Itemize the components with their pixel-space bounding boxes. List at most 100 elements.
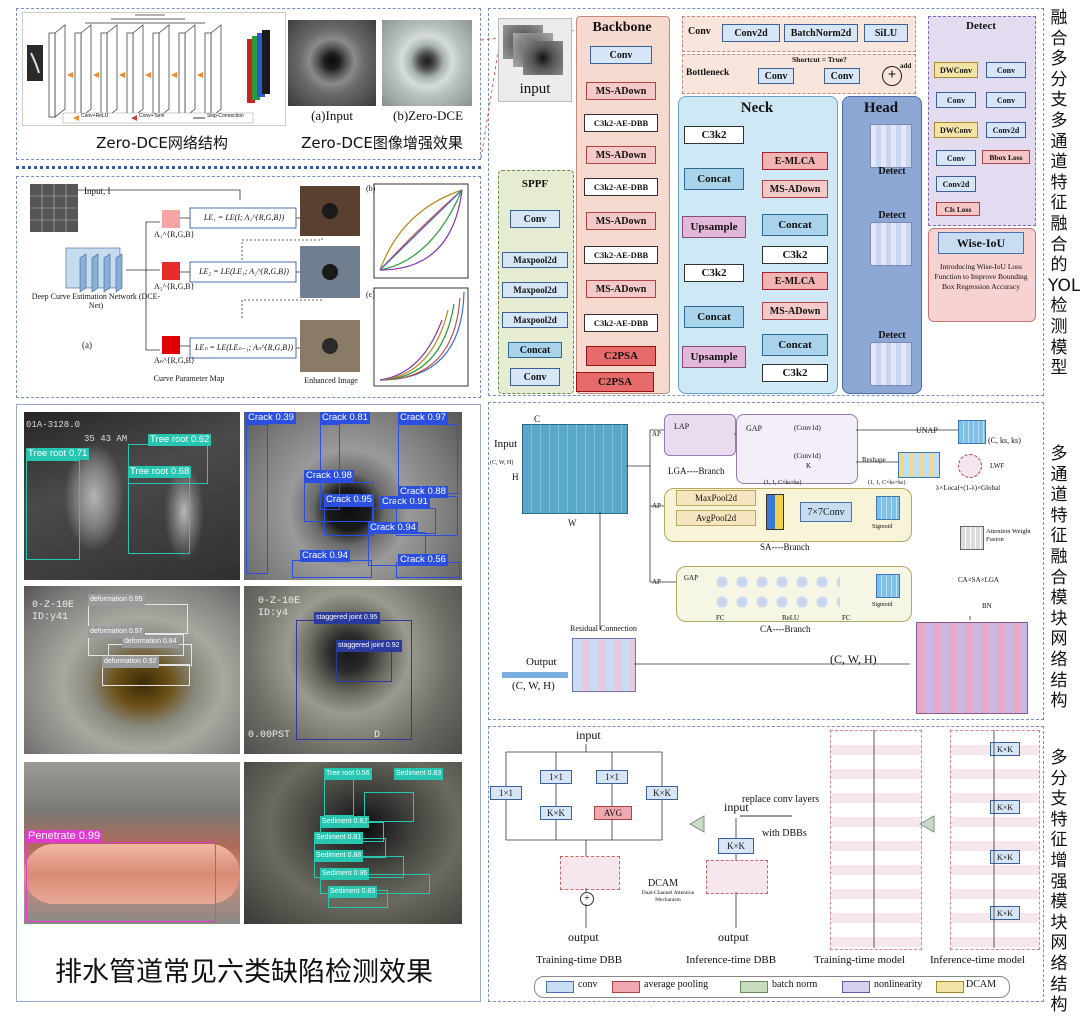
k-label: K xyxy=(806,462,812,470)
dce-an: Aₙ^{R,G,B} xyxy=(154,356,195,365)
defect-image-sediment: Tree root 0.56 Sediment 0.82 Sediment 0.… xyxy=(244,762,462,924)
dbb-cap-2: Inference-time DBB xyxy=(686,954,777,966)
img3-overlay-1: ID:y41 xyxy=(32,612,69,623)
img5-det-0: Penetrate 0.99 xyxy=(26,830,103,842)
zero-dce-net-caption: Zero-DCE网络结构 xyxy=(96,134,228,152)
dce-net-label: Deep Curve Estimation Network (DCE-Net) xyxy=(31,292,161,310)
dbb-1x1-b: 1×1 xyxy=(540,770,572,784)
lwf-label: LWF xyxy=(990,462,1005,470)
img4-overlay-3: D xyxy=(374,730,381,741)
unap-label: UNAP xyxy=(916,426,938,435)
zero-dce-enhanced-image xyxy=(382,20,472,106)
img3-det-2: deformation 0.84 xyxy=(122,636,179,648)
dbb-cap-4: Inference-time model xyxy=(930,954,1025,966)
ca-sigmoid-label: Sigmoid xyxy=(872,602,893,608)
dce-len: LEₙ = LE(LEₙ₋₁; Aₙ^{R,G,B}) xyxy=(194,343,294,352)
neck-upsample-2: Upsample xyxy=(682,346,746,368)
img2-det-2: Crack 0.97 xyxy=(398,412,448,424)
img2-det-0: Crack 0.39 xyxy=(246,412,296,424)
mcf-w-label: W xyxy=(568,518,577,528)
ckk-label: (C, ks, ks) xyxy=(988,436,1021,445)
dce-label-a: (a) xyxy=(82,340,92,350)
dce-le1: LE₁ = LE(I; A₁^{R,G,B}) xyxy=(203,213,285,222)
detect-bbox-loss: Bbox Loss xyxy=(982,150,1030,164)
img2-det-9: Crack 0.56 xyxy=(398,554,448,566)
dbb-legend xyxy=(534,976,1010,998)
head-detect-icon-1 xyxy=(870,124,912,168)
reshape-label: Reshape xyxy=(862,456,886,464)
ca-sigmoid-cube xyxy=(876,574,900,598)
legend-conv-swatch xyxy=(546,981,574,993)
legend-conv-relu: Conv+ReLU xyxy=(81,113,109,119)
add-label: add xyxy=(900,62,912,70)
c2psa-bottom: C2PSA xyxy=(576,372,654,392)
dce-input-label: Input, I xyxy=(84,186,111,196)
head-detect-label-2: Detect xyxy=(878,210,906,221)
neck-concat-4: Concat xyxy=(762,334,828,356)
img1-det-2: Tree root 0.68 xyxy=(128,466,192,478)
dbb-cap-3: Training-time model xyxy=(814,954,905,966)
mcf-input-dims: (C, W, H) xyxy=(490,460,514,466)
dbb-add-1: + xyxy=(580,892,594,906)
yolo-input-image: input xyxy=(498,18,572,102)
section-separator xyxy=(16,166,481,169)
label-input: (a)Input xyxy=(311,108,353,123)
mcf-input-label: Input xyxy=(494,438,518,450)
backbone-c2psa: C2PSA xyxy=(586,346,656,366)
dbb-kxk-c: K×K xyxy=(718,838,754,854)
backbone-region xyxy=(576,16,670,394)
detect-cls-loss: Cls Loss xyxy=(936,202,980,216)
defect-image-tree-root: 01A-3128.0 35 43 AM Tree root 0.71 Tree … xyxy=(24,412,240,580)
lga-branch-label: LGA----Branch xyxy=(668,466,725,476)
head-detect-label-3: Detect xyxy=(878,330,906,341)
neck-c3k2-3: C3k2 xyxy=(762,246,828,264)
neck-c3k2-1: C3k2 xyxy=(684,126,744,144)
unap-cube xyxy=(958,420,986,444)
spff-maxpool-2: Maxpool2d xyxy=(502,282,568,298)
img4-det-1: staggered joint 0.92 xyxy=(336,640,402,652)
head-title: Head xyxy=(863,100,899,116)
img2-det-6: Crack 0.88 xyxy=(398,486,448,498)
dce-label-c: (c) xyxy=(366,290,375,299)
bottleneck-conv-2: Conv xyxy=(824,68,860,84)
neck-msadown-2: MS-ADown xyxy=(762,302,828,320)
detect-conv2d-l: Conv2d xyxy=(936,176,976,192)
ap-label-3: AP xyxy=(652,578,661,586)
zero-dce-network-diagram: Conv+ReLU Conv+Tanh Skip-Connection xyxy=(22,12,286,126)
img4-overlay-0: 0-Z-10E xyxy=(258,596,301,607)
ca-network-nodes xyxy=(712,572,840,612)
dce-a1: A₁^{R,G,B} xyxy=(154,230,195,239)
bottleneck-conv-1: Conv xyxy=(758,68,794,84)
side-title-top: 融合多分支多通道特征融合的YOLO检测模型 xyxy=(1048,8,1080,379)
legend-dcam: DCAM xyxy=(966,979,997,990)
dce-curve-svg xyxy=(30,183,469,387)
lambda-label: λ×Local+(1-λ)×Global xyxy=(936,484,1001,492)
lap-label: LAP xyxy=(674,422,690,431)
dcam-full-label: Dual-Channel Attention Mechanism xyxy=(641,890,695,903)
bottleneck-label: Bottleneck xyxy=(686,68,730,78)
dbb-output-1: output xyxy=(568,930,599,944)
detect-conv-r2: Conv xyxy=(986,92,1026,108)
backbone-c3k2-4: C3k2-AE-DBB xyxy=(584,314,658,332)
backbone-msadown-3: MS-ADown xyxy=(586,212,656,230)
dce-curve-map: Curve Parameter Map xyxy=(153,374,225,383)
detect-conv-l2: Conv xyxy=(936,150,976,166)
head-detect-icon-3 xyxy=(870,342,912,386)
reshape-cube xyxy=(898,452,940,478)
img6-det-5: Sediment 0.83 xyxy=(328,886,378,898)
dbb-1x1-a: 1×1 xyxy=(490,786,522,800)
dce-le2: LE₂ = LE(LE₁; A₂^{R,G,B}) xyxy=(199,267,289,276)
dce-enhanced: Enhanced Image xyxy=(304,376,358,385)
dbb-kxk-d: K×K xyxy=(990,742,1020,756)
neck-concat-3: Concat xyxy=(762,214,828,236)
maxpool-block: MaxPool2d xyxy=(676,490,756,506)
backbone-msadown-2: MS-ADown xyxy=(586,146,656,164)
dbb-training-model xyxy=(830,730,922,950)
img2-det-1: Crack 0.81 xyxy=(320,412,370,424)
img6-det-6: Sediment 0.83 xyxy=(394,768,444,780)
legend-bn: batch norm xyxy=(772,979,818,990)
dbb-cap-1: Training-time DBB xyxy=(536,954,623,966)
sa-branch-label: SA----Branch xyxy=(760,542,810,552)
side-title-middle: 多通道特征融合模块网络结构 xyxy=(1050,444,1068,712)
head-detect-label-1: Detect xyxy=(878,166,906,177)
